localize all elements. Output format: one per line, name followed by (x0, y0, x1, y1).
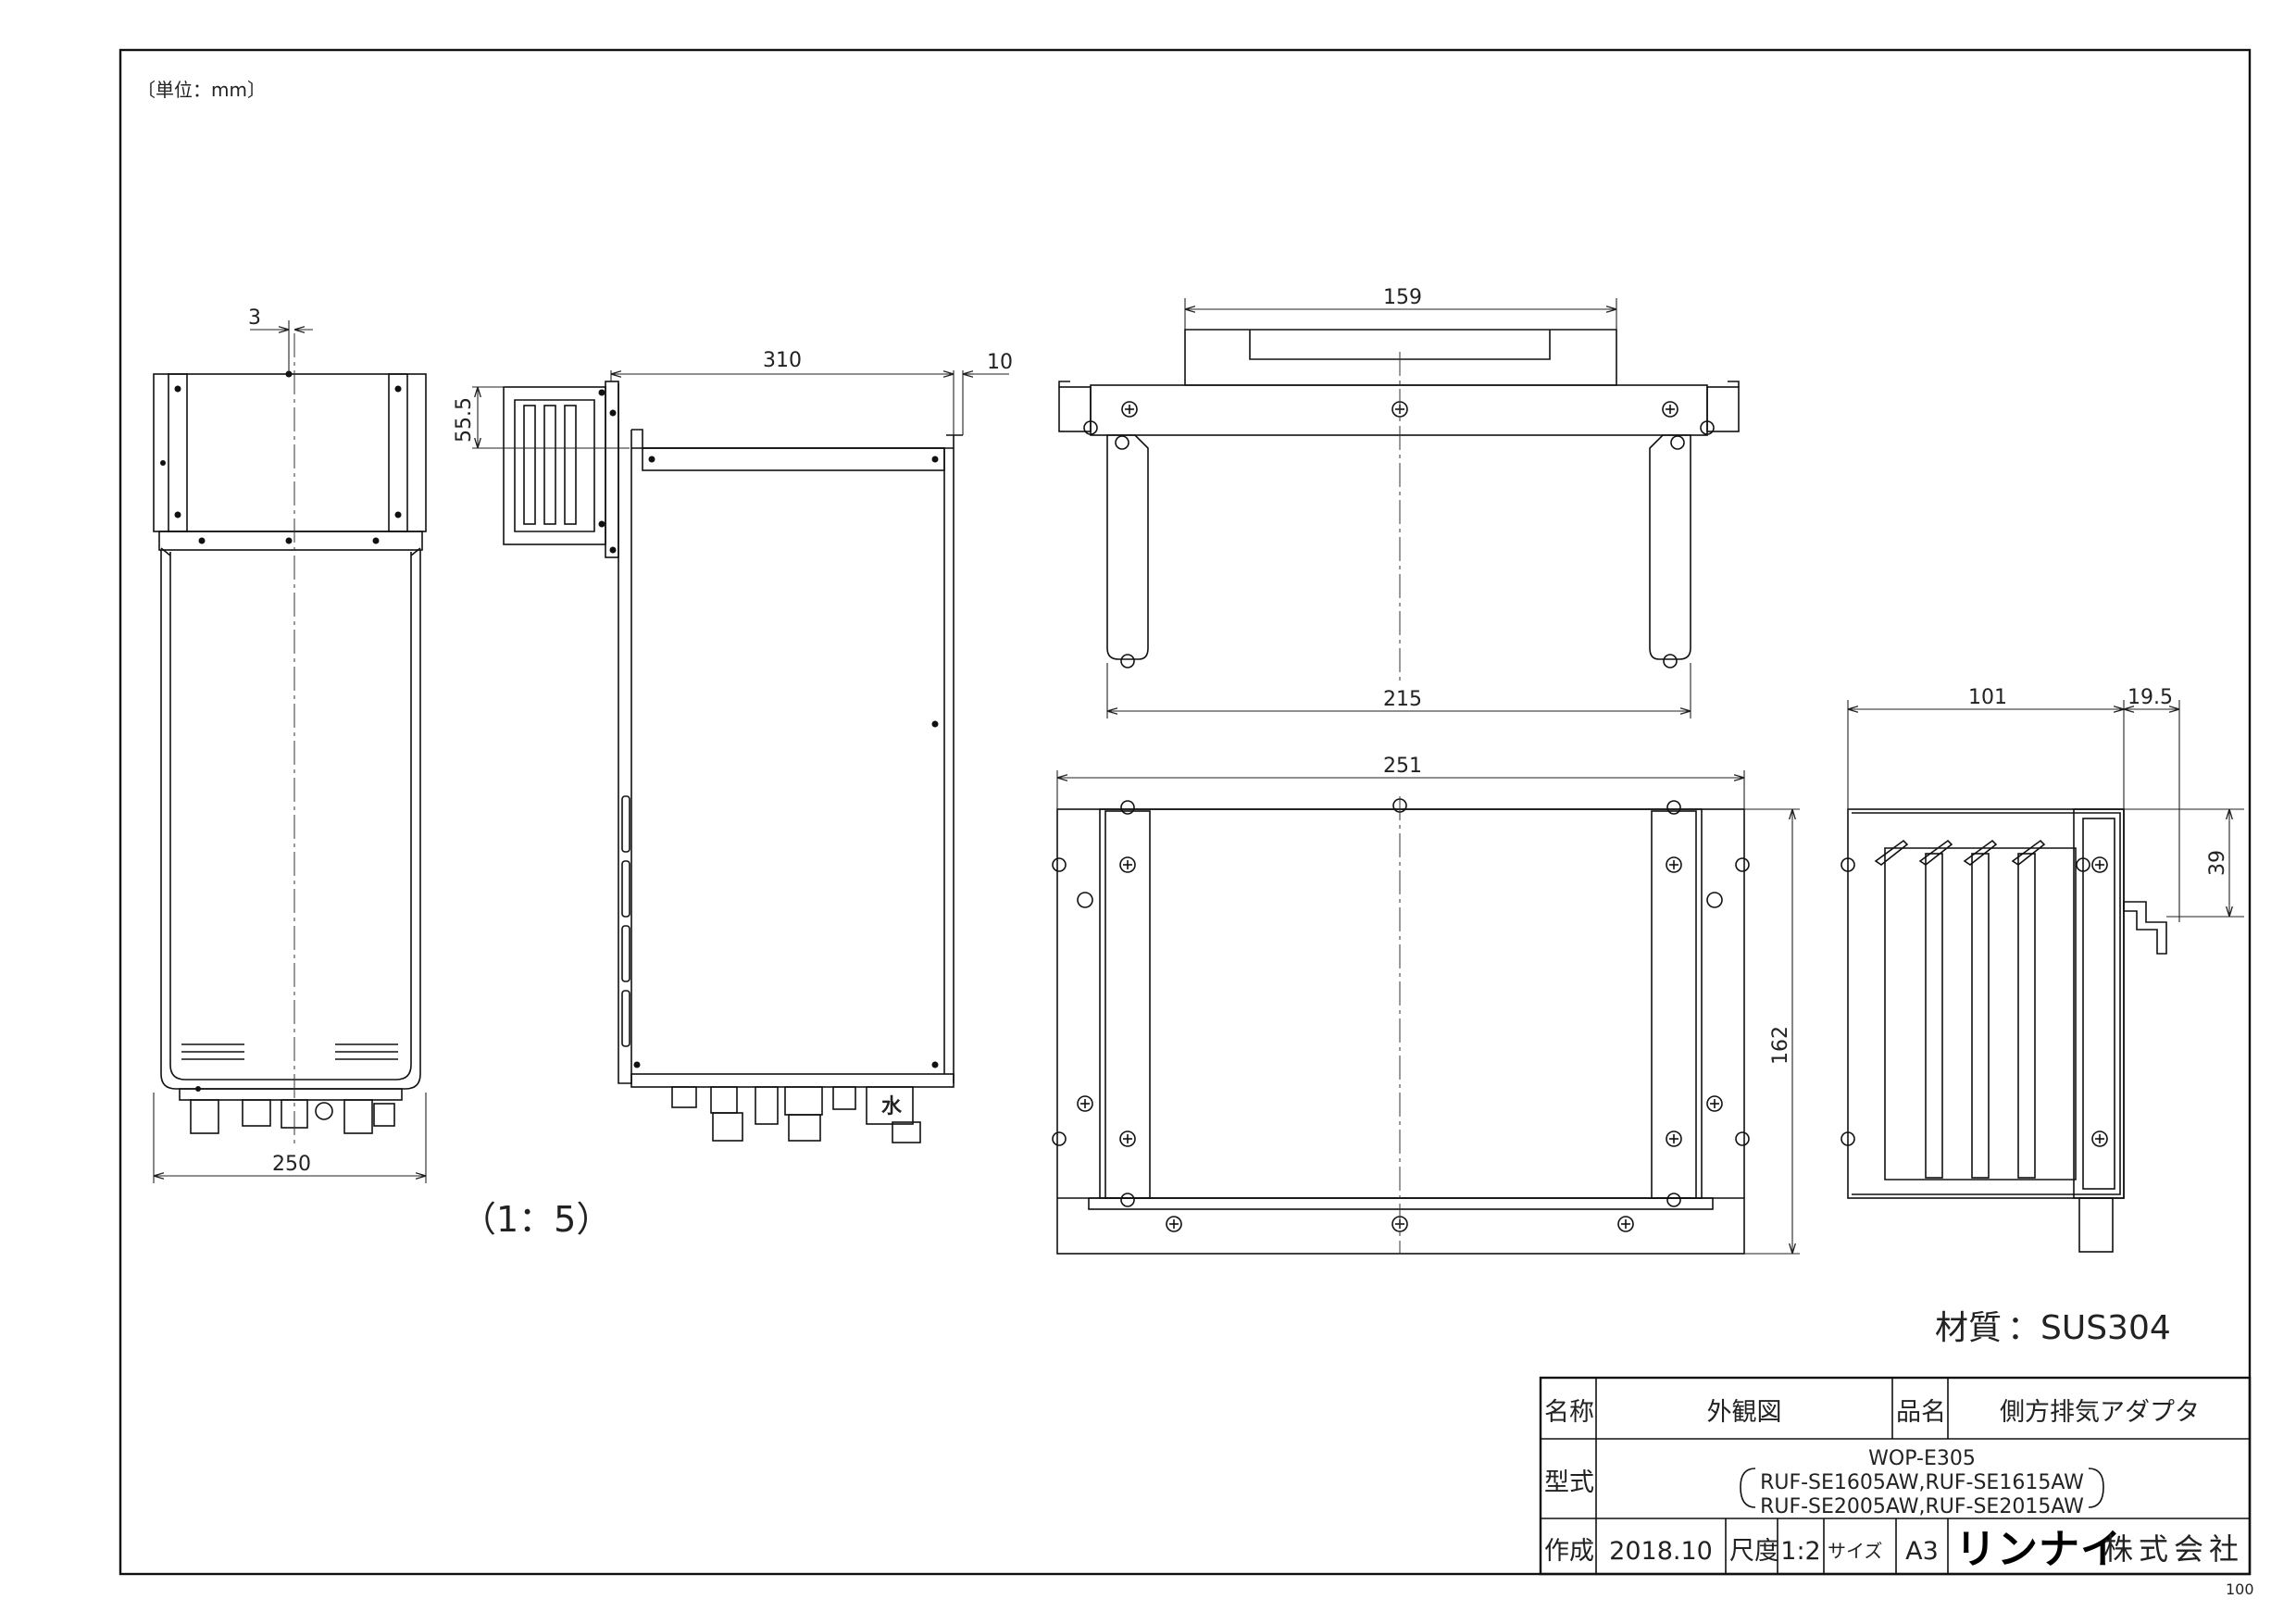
dim-159: 159 (1383, 286, 1422, 309)
company-suffix: 株式会社 (2103, 1531, 2244, 1567)
dim-55-5: 55.5 (453, 397, 476, 443)
model-line-2: RUF-SE1605AW,RUF-SE1615AW (1760, 1471, 2084, 1494)
scale-value: 1:2 (1780, 1537, 1820, 1566)
scale-note: （1：5） (461, 1199, 611, 1240)
material-value: ：SUS304 (2007, 1309, 2171, 1347)
title-block: 名称 外観図 品名 側方排気アダプタ 型式 WOP-E305 RUF-SE160… (1539, 1376, 2252, 1576)
model-line-3: RUF-SE2005AW,RUF-SE2015AW (1760, 1495, 2084, 1518)
dim-39: 39 (2206, 850, 2229, 876)
dim-3: 3 (248, 306, 261, 330)
front-view: 3 250 (153, 306, 427, 1183)
model-label: 型式 (1544, 1468, 1594, 1497)
company-brand: リンナイ (1955, 1526, 2122, 1573)
material-label: 材質 (1935, 1309, 2002, 1347)
created-value: 2018.10 (1609, 1537, 1713, 1566)
adapter-side-view: 101 19.5 39 (1841, 686, 2244, 1253)
svg-text:水: 水 (881, 1095, 903, 1118)
dim-251: 251 (1383, 755, 1422, 778)
dim-101: 101 (1968, 686, 2007, 709)
size-value: A3 (1905, 1537, 1939, 1566)
size-label: サイズ (1828, 1540, 1882, 1562)
dim-10: 10 (987, 351, 1013, 374)
page-code: 100 (2226, 1580, 2254, 1598)
created-label: 作成 (1544, 1537, 1594, 1566)
product-value: 側方排気アダプタ (2000, 1398, 2200, 1427)
scale-label: 尺度 (1729, 1537, 1779, 1566)
side-view: 水 310 10 55.5 (453, 349, 1013, 1143)
name-label: 名称 (1544, 1398, 1594, 1427)
model-line-1: WOP-E305 (1868, 1447, 1976, 1470)
dim-19-5: 19.5 (2128, 686, 2173, 709)
adapter-front-view: 251 162 (1052, 755, 1800, 1255)
dim-162: 162 (1769, 1026, 1792, 1065)
top-view: 159 215 (1058, 286, 1740, 718)
dim-310: 310 (763, 349, 802, 372)
dim-250: 250 (272, 1153, 311, 1176)
drawing-frame (119, 48, 2252, 1576)
dim-215: 215 (1383, 688, 1422, 711)
product-label: 品名 (1896, 1398, 1946, 1427)
name-value: 外観図 (1707, 1398, 1782, 1427)
unit-note: 〔単位：mm〕 (137, 79, 266, 101)
